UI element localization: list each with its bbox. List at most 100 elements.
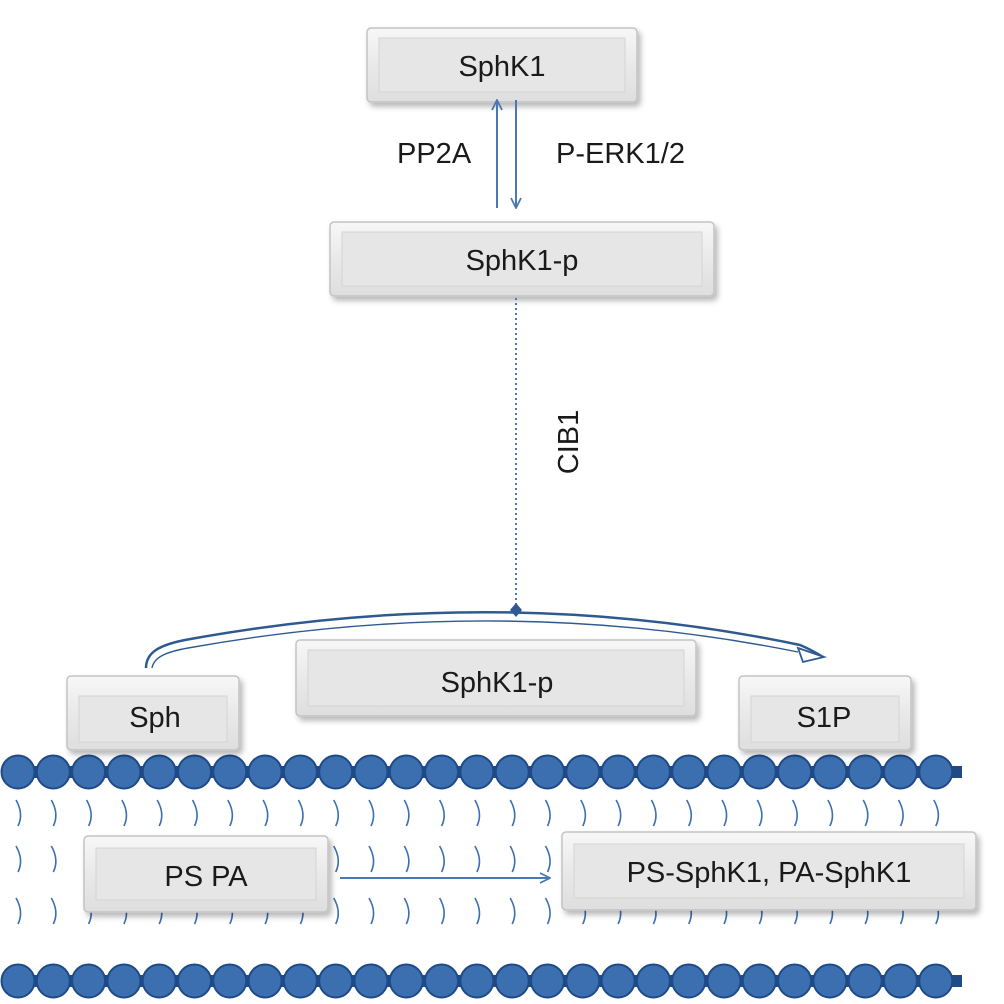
outer-leaflet-bead — [812, 754, 848, 790]
node-sph-label: Sph — [129, 702, 181, 734]
lipid-tail — [368, 897, 375, 925]
lipid-tail — [509, 897, 516, 925]
lipid-tail — [544, 897, 551, 925]
outer-leaflet-bead — [565, 754, 601, 790]
node-sphk1-p-membrane: SphK1-p — [295, 639, 697, 717]
inner-leaflet-bead — [741, 963, 777, 999]
inner-leaflet-bead — [706, 963, 742, 999]
node-s1p-label: S1P — [797, 702, 852, 734]
inner-leaflet-bead — [600, 963, 636, 999]
lipid-tail — [50, 799, 57, 827]
label-pp2a: PP2A — [397, 138, 472, 170]
lipid-tail — [580, 799, 587, 827]
lipid-tail — [474, 897, 481, 925]
outer-leaflet-bead — [141, 754, 177, 790]
lipid-tail — [474, 845, 481, 873]
lipid-tail — [544, 845, 551, 873]
lipid-tail — [403, 845, 410, 873]
lipid-tail — [686, 799, 693, 827]
inner-leaflet-bead — [212, 963, 248, 999]
reaction-arc-sph-to-s1p — [144, 610, 824, 669]
outer-leaflet-bead — [106, 754, 142, 790]
inner-leaflet-bead — [318, 963, 354, 999]
inner-leaflet-bead — [424, 963, 460, 999]
inner-leaflet-bead — [565, 963, 601, 999]
lipid-tail — [15, 845, 22, 873]
lipid-tail — [791, 799, 798, 827]
outer-leaflet-bead — [918, 754, 954, 790]
outer-leaflet-bead — [459, 754, 495, 790]
inner-leaflet-bead — [141, 963, 177, 999]
lipid-tail — [191, 799, 198, 827]
lipid-tail — [15, 799, 22, 827]
node-ps-pa-sphk1-complex: PS-SphK1, PA-SphK1 — [561, 831, 977, 911]
node-sphk1-label: SphK1 — [458, 51, 545, 83]
outer-leaflet-bead — [35, 754, 71, 790]
inner-leaflet-bead — [847, 963, 883, 999]
lipid-tail — [438, 845, 445, 873]
outer-leaflet-bead — [0, 754, 36, 790]
membrane-outer-leaflet — [0, 754, 962, 790]
lipid-tail — [156, 799, 163, 827]
inner-leaflet-bead — [71, 963, 107, 999]
inner-leaflet-bead — [883, 963, 918, 999]
node-s1p: S1P — [738, 675, 912, 751]
outer-leaflet-bead — [212, 754, 248, 790]
lipid-tail — [403, 799, 410, 827]
lipid-tail — [333, 897, 340, 925]
node-sphk1-p-membrane-label: SphK1-p — [441, 667, 554, 699]
outer-leaflet-bead — [177, 754, 212, 790]
node-ps-pa: PS PA — [83, 835, 329, 913]
inner-leaflet-bead — [353, 963, 389, 999]
lipid-tail — [50, 897, 57, 925]
node-sphk1-p-cytosol-label: SphK1-p — [466, 245, 579, 277]
inner-leaflet-bead — [777, 963, 813, 999]
inner-leaflet-bead — [671, 963, 707, 999]
inner-leaflet-bead — [0, 963, 36, 999]
outer-leaflet-bead — [71, 754, 107, 790]
inner-leaflet-bead — [35, 963, 71, 999]
outer-leaflet-bead — [353, 754, 389, 790]
outer-leaflet-bead — [741, 754, 777, 790]
outer-leaflet-bead — [671, 754, 707, 790]
inner-leaflet-bead — [388, 963, 424, 999]
node-ps-pa-label: PS PA — [164, 861, 248, 893]
inner-leaflet-bead — [635, 963, 671, 999]
label-p-erk: P-ERK1/2 — [556, 138, 685, 170]
lipid-tail — [85, 799, 92, 827]
arc-junction-diamond — [510, 603, 522, 617]
lipid-tail — [721, 799, 728, 827]
outer-leaflet-bead — [424, 754, 460, 790]
node-ps-pa-sphk1-complex-label: PS-SphK1, PA-SphK1 — [627, 857, 912, 889]
node-sphk1-p-cytosol: SphK1-p — [329, 221, 715, 297]
lipid-tail — [297, 799, 304, 827]
outer-leaflet-bead — [282, 754, 318, 790]
outer-leaflet-bead — [530, 754, 565, 790]
lipid-tail — [403, 897, 410, 925]
outer-leaflet-bead — [388, 754, 424, 790]
lipid-tail — [509, 845, 516, 873]
lipid-tail — [827, 799, 834, 827]
reaction-arc-inner — [151, 620, 799, 669]
outer-leaflet-bead — [847, 754, 883, 790]
inner-leaflet-bead — [812, 963, 848, 999]
outer-leaflet-bead — [777, 754, 813, 790]
node-sphk1: SphK1 — [366, 27, 638, 103]
outer-leaflet-bead — [883, 754, 918, 790]
lipid-tail — [50, 845, 57, 873]
lipid-tail — [227, 799, 234, 827]
lipid-tail — [15, 897, 22, 925]
outer-leaflet-bead — [600, 754, 636, 790]
inner-leaflet-bead — [106, 963, 142, 999]
inner-leaflet-bead — [494, 963, 530, 999]
lipid-tail — [650, 799, 657, 827]
lipid-tail — [509, 799, 516, 827]
node-sph: Sph — [66, 675, 240, 751]
inner-leaflet-bead — [282, 963, 318, 999]
inner-leaflet-bead — [177, 963, 212, 999]
lipid-tail — [897, 799, 904, 827]
inner-leaflet-bead — [459, 963, 495, 999]
label-cib1: CIB1 — [553, 410, 585, 474]
lipid-tail — [262, 799, 269, 827]
membrane-inner-leaflet — [0, 963, 962, 999]
